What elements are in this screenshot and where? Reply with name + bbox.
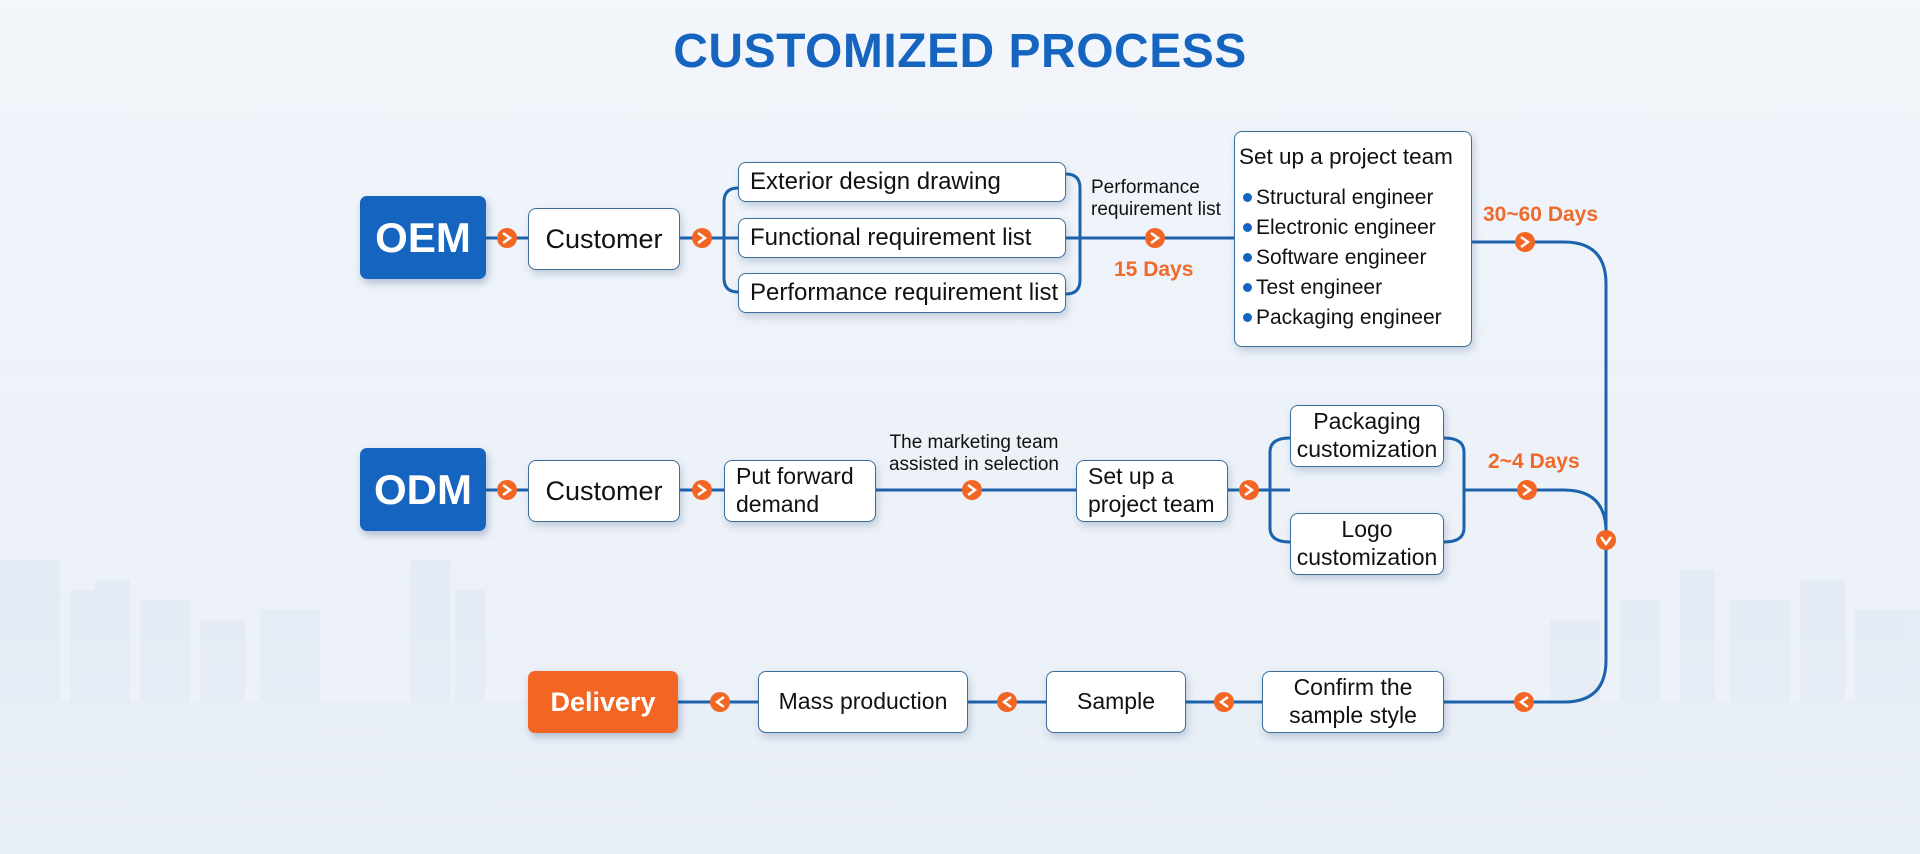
oem-team-member-software: Software engineer: [1243, 246, 1426, 270]
arrow-left-icon: [1514, 692, 1534, 712]
oem-input-exterior-drawing: Exterior design drawing: [738, 162, 1066, 202]
oem-input-functional-list: Functional requirement list: [738, 218, 1066, 258]
arrow-right-icon: [497, 228, 517, 248]
oem-team-member-electronic: Electronic engineer: [1243, 216, 1436, 240]
odm-tag: ODM: [360, 448, 486, 531]
arrow-right-icon: [497, 480, 517, 500]
odm-exit-days: 2~4 Days: [1488, 450, 1580, 473]
oem-team-member-packaging: Packaging engineer: [1243, 306, 1442, 330]
odm-demand-box: Put forward demand: [724, 460, 876, 522]
arrow-right-icon: [1515, 232, 1535, 252]
oem-project-team-title: Set up a project team: [1239, 144, 1453, 169]
delivery-tag: Delivery: [528, 671, 678, 733]
oem-exit-days: 30~60 Days: [1483, 203, 1599, 226]
bullet-dot-icon: [1243, 223, 1252, 232]
bullet-dot-icon: [1243, 313, 1252, 322]
arrow-left-icon: [710, 692, 730, 712]
odm-customer-box: Customer: [528, 460, 680, 522]
bullet-dot-icon: [1243, 193, 1252, 202]
oem-edge-days: 15 Days: [1114, 258, 1194, 281]
oem-team-member-test: Test engineer: [1243, 276, 1382, 300]
arrow-right-icon: [1239, 480, 1259, 500]
odm-option-packaging: Packaging customization: [1290, 405, 1444, 467]
oem-edge-label: Performance requirement list: [1091, 177, 1221, 221]
oem-tag: OEM: [360, 196, 486, 279]
arrow-right-icon: [692, 228, 712, 248]
arrow-down-icon: [1596, 530, 1616, 550]
arrow-right-icon: [692, 480, 712, 500]
oem-customer-box: Customer: [528, 208, 680, 270]
odm-option-logo: Logo customization: [1290, 513, 1444, 575]
oem-input-performance-list: Performance requirement list: [738, 273, 1066, 313]
bullet-dot-icon: [1243, 283, 1252, 292]
sample-box: Sample: [1046, 671, 1186, 733]
arrow-right-icon: [962, 480, 982, 500]
arrow-right-icon: [1517, 480, 1537, 500]
oem-team-member-structural: Structural engineer: [1243, 186, 1433, 210]
oem-project-team-box: [1234, 131, 1472, 347]
odm-project-team-box: Set up a project team: [1076, 460, 1228, 522]
arrow-right-icon: [1145, 228, 1165, 248]
bullet-dot-icon: [1243, 253, 1252, 262]
confirm-sample-style-box: Confirm the sample style: [1262, 671, 1444, 733]
arrow-left-icon: [1214, 692, 1234, 712]
arrow-left-icon: [997, 692, 1017, 712]
odm-edge-label: The marketing team assisted in selection: [888, 432, 1060, 476]
mass-production-box: Mass production: [758, 671, 968, 733]
page-title: CUSTOMIZED PROCESS: [673, 25, 1247, 78]
